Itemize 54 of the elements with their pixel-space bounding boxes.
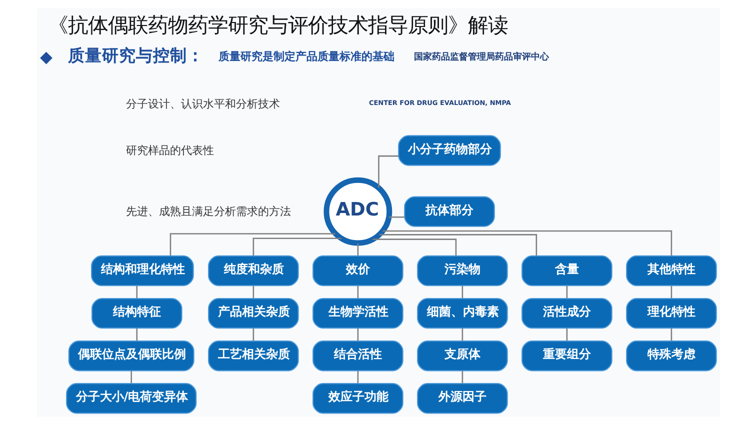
- node-box: 小分子药物部分: [398, 135, 500, 166]
- connector: [566, 328, 568, 341]
- label: 质量研究与控制：: [67, 46, 204, 66]
- node-box: 生物学活性: [312, 298, 403, 329]
- connector: [356, 370, 358, 384]
- node-box: 支原体: [416, 340, 508, 372]
- node-box: 结构和理化特性: [90, 255, 194, 286]
- connector: [461, 286, 463, 298]
- connector: [252, 286, 254, 298]
- label: 国家药品监督管理局药品审评中心: [413, 51, 548, 62]
- connector: [388, 216, 404, 218]
- diagram-title: 《抗体偶联药物药学研究与评价技术指导原则》解读: [48, 12, 508, 37]
- label: 先进、成熟且满足分析需求的方法: [125, 204, 290, 218]
- connector: [461, 370, 463, 384]
- node-box: 细菌、内毒素: [416, 298, 508, 329]
- connector: [356, 328, 358, 341]
- connector: [372, 238, 456, 256]
- node-box: 工艺相关杂质: [208, 340, 298, 372]
- node-box: 外源因子: [416, 383, 508, 414]
- connector: [378, 155, 398, 188]
- node-box: 产品相关杂质: [208, 298, 298, 329]
- node-box: 结合活性: [312, 340, 403, 372]
- connector: [252, 328, 254, 341]
- connector: [130, 370, 132, 384]
- node-box: 抗体部分: [404, 196, 494, 227]
- label: 研究样品的代表性: [125, 144, 214, 157]
- node-box: 活性成分: [521, 298, 612, 329]
- label: 分子设计、认识水平和分析技术: [125, 98, 280, 111]
- node-box: 特殊考虑: [626, 340, 716, 372]
- connector: [356, 286, 358, 298]
- node-box: 分子大小/电荷变异体: [66, 383, 196, 414]
- node-box: 偶联位点及偶联比例: [68, 340, 194, 372]
- node-box: 其他特性: [626, 255, 716, 286]
- node-box: 效应子功能: [312, 383, 403, 414]
- node-box: 理化特性: [626, 298, 716, 329]
- connector: [136, 286, 138, 298]
- connector: [461, 328, 463, 341]
- node-box: 结构特征: [90, 298, 182, 329]
- connector: [169, 233, 335, 256]
- connector: [670, 286, 672, 298]
- connector: [566, 286, 568, 298]
- connector: [136, 328, 138, 341]
- node-box: 污染物: [416, 255, 508, 286]
- node-box: 效价: [312, 255, 403, 286]
- connector: [252, 238, 341, 256]
- connector: [378, 234, 537, 256]
- connector: [356, 243, 358, 256]
- label: 质量研究是制定产品质量标准的基础: [218, 50, 394, 63]
- node-circle: ADC: [323, 177, 392, 246]
- connector: [670, 328, 672, 341]
- node-box: 重要组分: [521, 340, 612, 372]
- connector: [382, 230, 672, 256]
- node-box: 纯度和杂质: [208, 255, 298, 286]
- node-box: 含量: [521, 255, 612, 286]
